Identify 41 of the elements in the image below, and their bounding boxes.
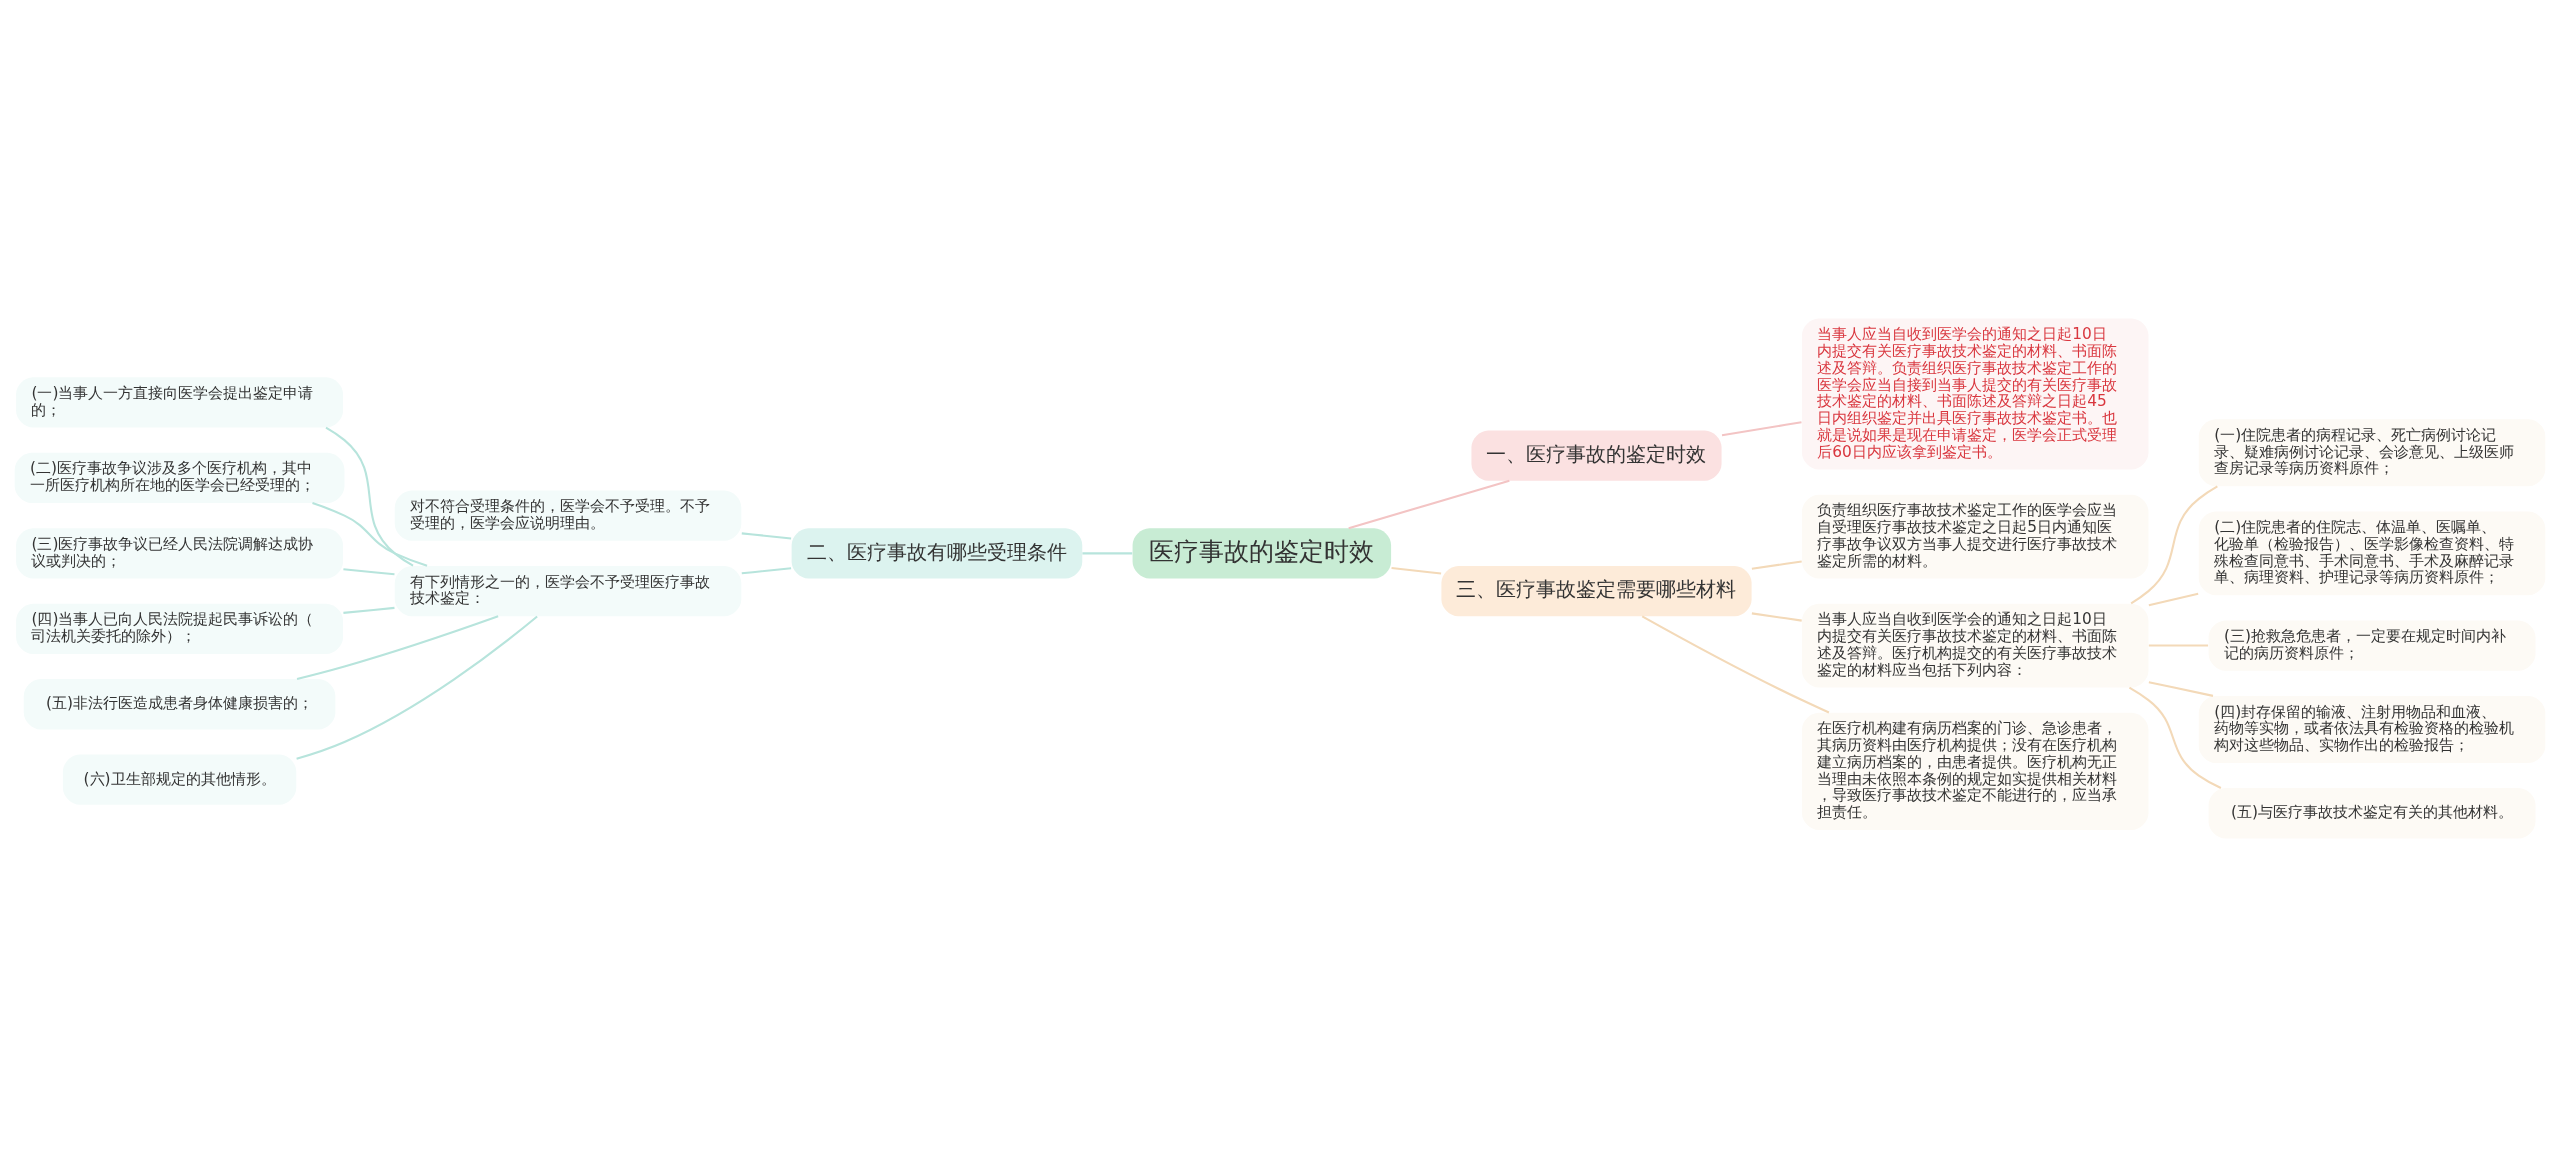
connector (741, 566, 792, 574)
connector (1082, 551, 1133, 554)
connector (343, 567, 395, 575)
connector (1348, 479, 1510, 529)
node-box: (五)非法行医造成患者身体健康损害的； (23, 678, 336, 729)
connector (343, 606, 395, 614)
connector (312, 501, 428, 567)
node-box: 对不符合受理条件的，医学会不予受理。不予受理的，医学会应说明理由。 (394, 489, 742, 541)
connector (741, 531, 792, 539)
node-box: (二)住院患者的住院志、体温单、医嘱单、化验单（检验报告）、医学影像检查资料、特殊检查同意书、手术同意书、手术及麻醉记录单、病理资料、护理记录等病历资料原件； (2198, 510, 2546, 595)
connector (325, 426, 414, 567)
connector (1391, 566, 1442, 575)
connector (1751, 611, 1802, 622)
node-box: 当事人应当自收到医学会的通知之日起10日内提交有关医疗事故技术鉴定的材料、书面陈述及答辩。负责组织医疗事故技术鉴定工作的医学会应当自接到当事人提交的有关医疗事故技术鉴定的材料、书面陈述及答辩之日起45日内组织鉴定并出具医疗事故技术鉴定书。也就是说如果是现在申请鉴定，医学会正式受理后60日内应该拿到鉴定书。 (1801, 318, 2149, 469)
node-box: 三、医疗事故鉴定需要哪些材料 (1441, 565, 1752, 616)
connector (2128, 686, 2222, 789)
connector (2148, 644, 2209, 647)
node-box: 当事人应当自收到医学会的通知之日起10日内提交有关医疗事故技术鉴定的材料、书面陈述及答辩。医疗机构提交的有关医疗事故技术鉴定的材料应当包括下列内容： (1801, 603, 2149, 687)
node-box: (二)医疗事故争议涉及多个医疗机构，其中一所医疗机构所在地的医学会已经受理的； (14, 452, 345, 503)
node-box: (四)封存保留的输液、注射用物品和血液、药物等实物，或者依法具有检验资格的检验机构对这些物品、实物作出的检验报告； (2198, 695, 2546, 763)
node-box: (五)与医疗事故技术鉴定有关的其他材料。 (2208, 787, 2536, 838)
node-box: (四)当事人已向人民法院提起民事诉讼的（司法机关委托的除外）； (16, 603, 344, 654)
node-box: 一、医疗事故的鉴定时效 (1471, 429, 1722, 481)
node-box: (三)抢救急危患者，一定要在规定时间内补记的病历资料原件； (2208, 619, 2536, 671)
node-box: (六)卫生部规定的其他情形。 (62, 754, 297, 805)
node-box: (三)医疗事故争议已经人民法院调解达成协议或判决的； (16, 527, 344, 578)
connector (1721, 420, 1802, 436)
connector (296, 614, 499, 680)
node-box: 医疗事故的鉴定时效 (1132, 527, 1392, 578)
connector (2148, 680, 2214, 697)
connector (296, 615, 538, 760)
connector (2148, 592, 2199, 606)
node-box: 有下列情形之一的，医学会不予受理医疗事故技术鉴定： (394, 565, 742, 616)
connector (2130, 485, 2218, 604)
node-box: 二、医疗事故有哪些受理条件 (791, 527, 1083, 578)
node-box: 在医疗机构建有病历档案的门诊、急诊患者，其病历资料由医疗机构提供；没有在医疗机构建立病历档案的，由患者提供。医疗机构无正当理由未依照本条例的规定如实提供相关材料，导致医疗事故技术鉴定不能进行的，应当承担责任。 (1801, 712, 2149, 830)
connector (1641, 614, 1830, 713)
node-box: (一)当事人一方直接向医学会提出鉴定申请的； (16, 376, 344, 428)
connector (1751, 560, 1802, 570)
node-box: (一)住院患者的病程记录、死亡病例讨论记录、疑难病例讨论记录、会诊意见、上级医师查房记录等病历资料原件； (2198, 418, 2546, 486)
node-box: 负责组织医疗事故技术鉴定工作的医学会应当自受理医疗事故技术鉴定之日起5日内通知医疗事故争议双方当事人提交进行医疗事故技术鉴定所需的材料。 (1801, 494, 2149, 578)
